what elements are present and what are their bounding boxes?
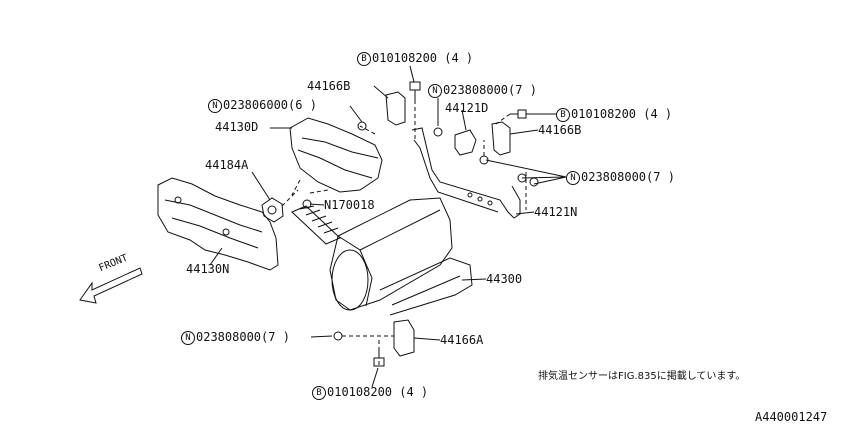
front-arrow bbox=[79, 267, 143, 304]
lower-heat-cover bbox=[157, 177, 279, 271]
hanger bbox=[411, 127, 521, 219]
label-bracket-right: 44166B bbox=[538, 123, 582, 137]
bracket-top bbox=[385, 91, 406, 126]
muffler bbox=[329, 197, 473, 316]
label-bracket-top: 44166B bbox=[307, 79, 351, 93]
assembly-lines bbox=[281, 100, 527, 366]
upper-heat-cover bbox=[289, 117, 383, 193]
label-cover-lower: 44130N bbox=[186, 262, 230, 276]
bracket-right bbox=[491, 121, 511, 156]
leader-lines bbox=[209, 65, 567, 388]
bracket-bottom bbox=[393, 319, 415, 357]
label-bracket-bottom: 44166A bbox=[440, 333, 484, 347]
gasket bbox=[261, 197, 284, 223]
diagram-code: A440001247 bbox=[755, 410, 828, 424]
sensor-note: 排気温センサーはFIG.835に掲載しています。 bbox=[538, 371, 746, 382]
fasteners bbox=[302, 81, 539, 367]
label-cover-upper: 44130D bbox=[215, 120, 259, 134]
label-hanger: 44121D bbox=[445, 101, 489, 115]
label-gasket: 44184A bbox=[205, 158, 249, 172]
label-nut-n170018: N170018 bbox=[324, 198, 375, 212]
label-hanger-n: 44121N bbox=[534, 205, 578, 219]
label-muffler: 44300 bbox=[486, 272, 523, 286]
